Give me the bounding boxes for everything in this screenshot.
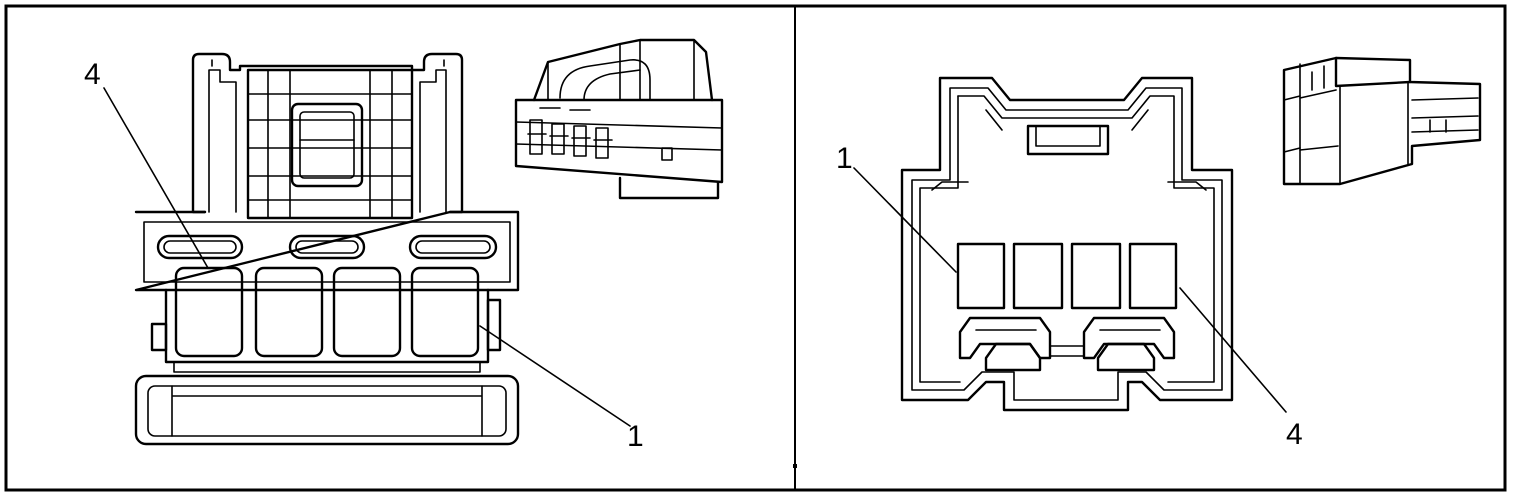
left-connector-isometric-view bbox=[514, 38, 724, 200]
leader-line-right-4 bbox=[1179, 287, 1287, 413]
leader-line-left-4 bbox=[103, 87, 209, 269]
registration-mark bbox=[793, 464, 797, 468]
left-connector-wire-side: 4 1 bbox=[84, 52, 644, 453]
callout-right-pin-4: 4 bbox=[1286, 418, 1303, 451]
callout-right-pin-1: 1 bbox=[836, 142, 853, 175]
leader-line-right-1 bbox=[853, 167, 957, 273]
diagram-frame bbox=[4, 4, 1507, 492]
right-connector-isometric-view bbox=[1282, 56, 1482, 186]
callout-left-pin-4: 4 bbox=[84, 58, 101, 91]
leader-line-left-1 bbox=[479, 325, 631, 427]
right-connector-face-view: 1 4 bbox=[836, 76, 1303, 451]
callout-left-pin-1: 1 bbox=[627, 420, 644, 453]
